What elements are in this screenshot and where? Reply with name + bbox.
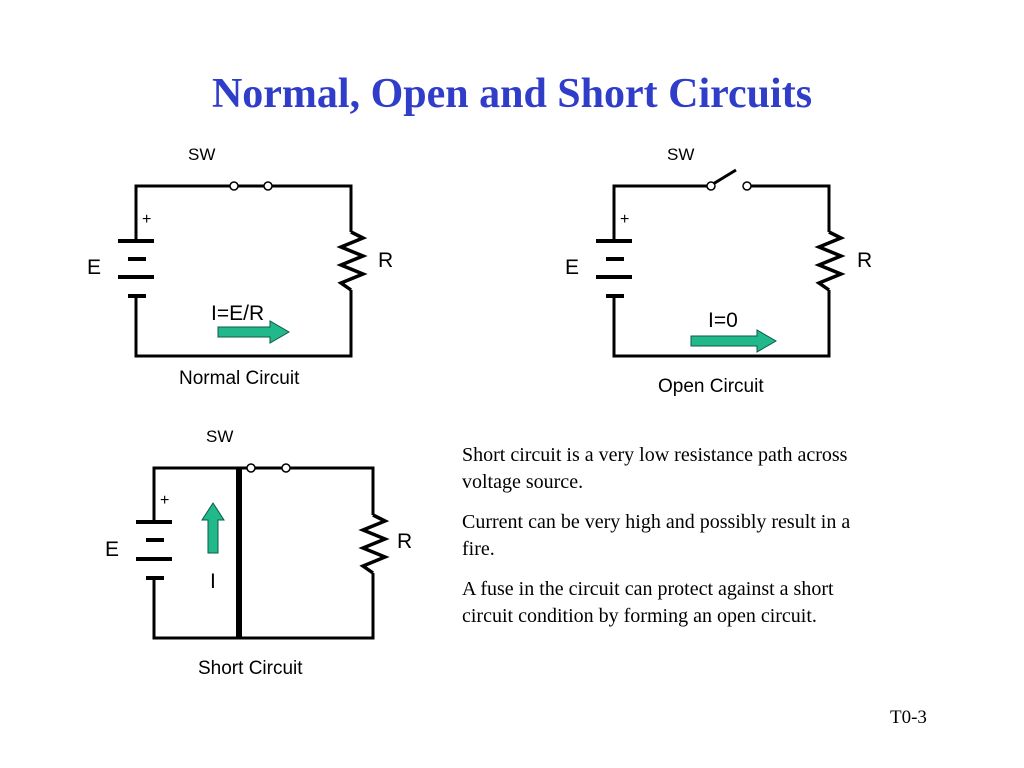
switch-contact [229,181,239,191]
short-wire [152,466,375,640]
normal-resistor [336,230,368,292]
short-resistor-label: R [397,530,412,553]
normal-wire [134,184,353,358]
open-switch-label: SW [667,145,694,164]
short-switch-label: SW [206,427,233,446]
open-caption: Open Circuit [658,376,764,397]
short-source-label: E [105,538,119,561]
normal-switch-closed [229,181,273,191]
open-battery [596,239,632,298]
normal-plus-label: + [142,211,151,228]
open-circuit: SW + E R I=0 Open Circuit [565,145,872,397]
open-plus-label: + [620,211,629,228]
normal-resistor-label: R [378,249,393,272]
switch-contact [742,181,752,191]
normal-switch-label: SW [188,145,215,164]
switch-contact [263,181,273,191]
switch-contact [706,181,716,191]
normal-current-label: I=E/R [211,302,264,325]
short-resistor [358,513,390,575]
slide-title: Normal, Open and Short Circuits [211,71,813,117]
normal-source-label: E [87,256,101,279]
note-paragraph: Short circuit is a very low resistance p… [462,444,848,493]
short-battery [136,520,172,580]
short-current-label: I [210,570,216,593]
switch-contact [246,463,256,473]
note-paragraph: Current can be very high and possibly re… [462,511,851,560]
normal-battery [118,239,154,298]
open-switch-open [706,168,752,191]
open-wire [612,184,831,358]
normal-circuit: SW + E R I=E/R Normal Circuit [87,145,393,389]
open-resistor-label: R [857,249,872,272]
open-current-arrow [690,329,777,353]
normal-current-arrow [217,320,290,344]
note-paragraph: A fuse in the circuit can protect agains… [462,578,834,627]
open-current-label: I=0 [708,309,738,332]
short-switch-closed [246,463,291,473]
slide-number: T0-3 [890,707,927,728]
notes-text: Short circuit is a very low resistance p… [462,442,882,643]
short-current-arrow [201,502,225,554]
short-circuit: SW + E R I Short Circuit [105,427,412,679]
open-source-label: E [565,256,579,279]
short-plus-label: + [160,492,169,509]
switch-contact [281,463,291,473]
short-caption: Short Circuit [198,658,303,679]
open-resistor [814,230,846,292]
normal-caption: Normal Circuit [179,368,300,389]
